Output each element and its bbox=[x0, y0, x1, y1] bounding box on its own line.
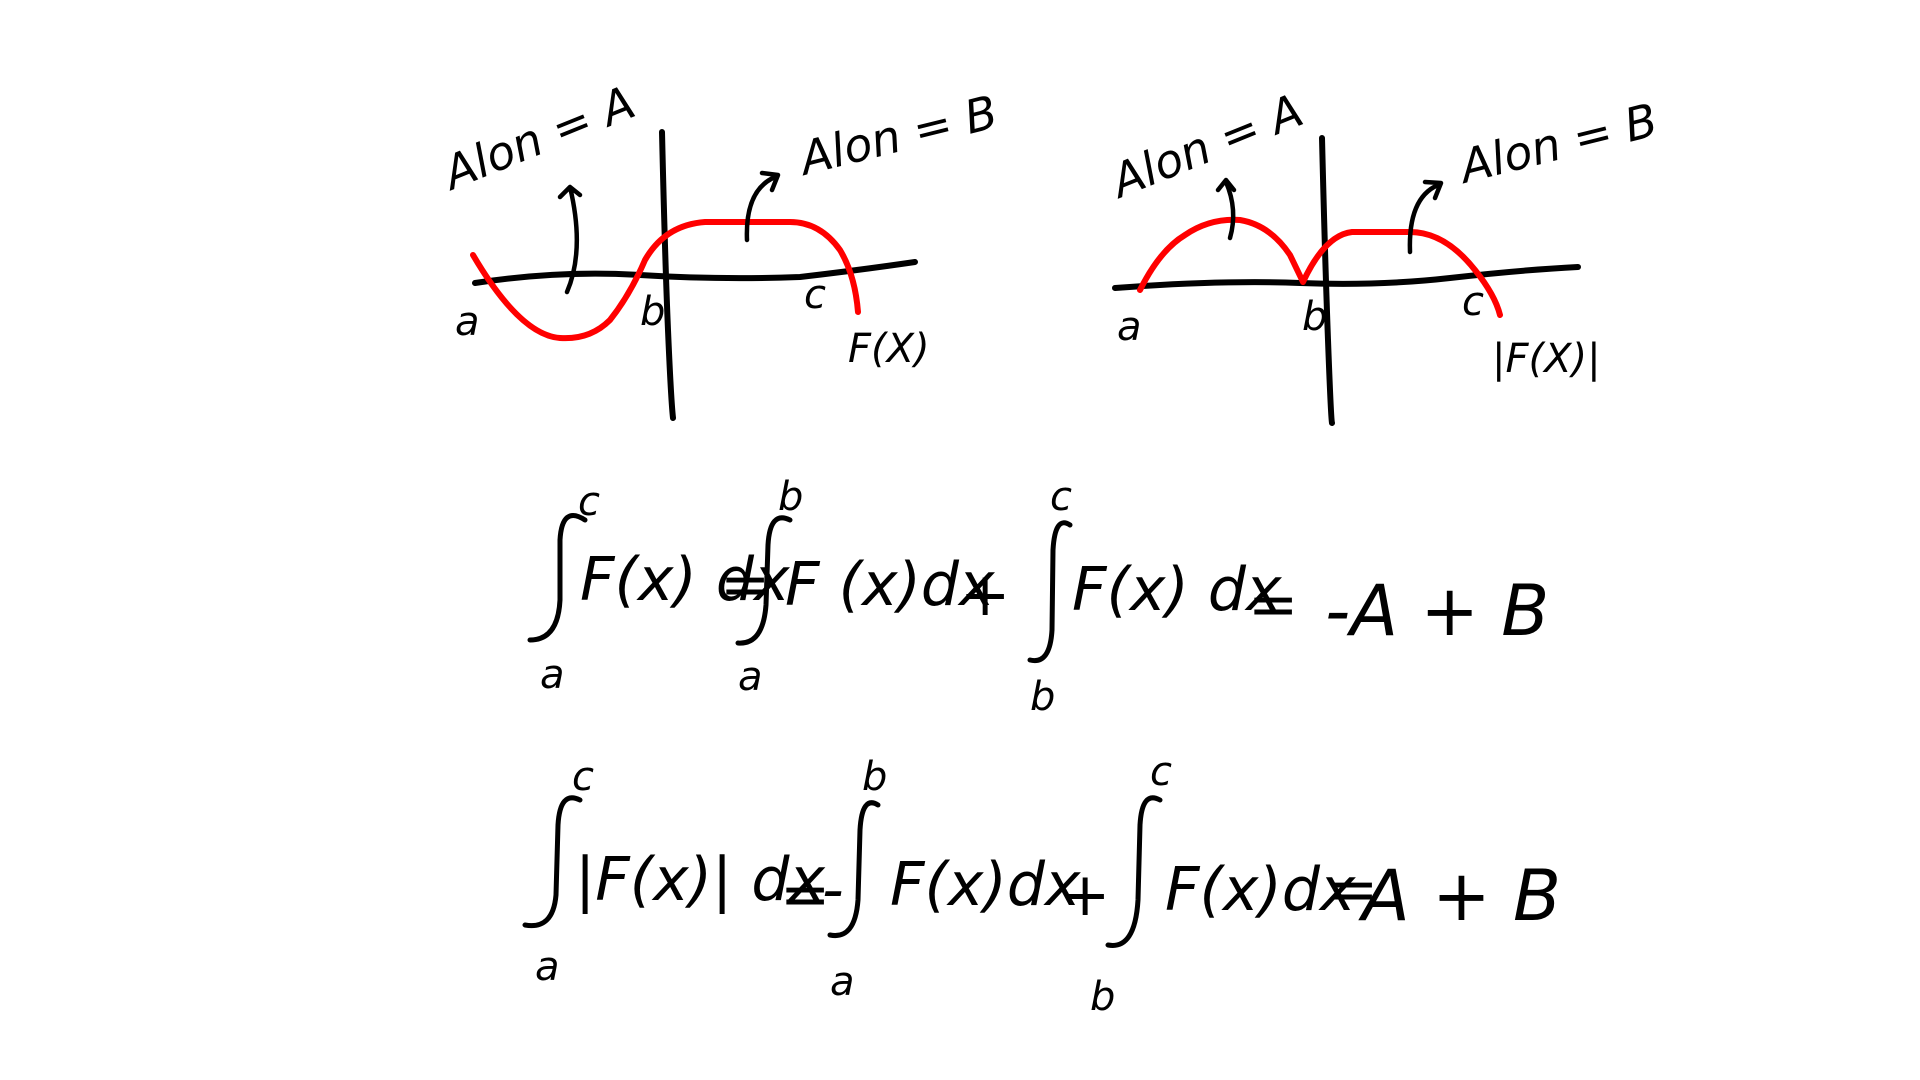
right-arrow-area-a bbox=[1215, 177, 1237, 241]
eq1-int3-lower: b bbox=[1030, 674, 1055, 720]
eq2-plus: + bbox=[1060, 860, 1110, 930]
right-area-b-label: Alon = B bbox=[1452, 93, 1663, 195]
right-point-c: c bbox=[1462, 279, 1484, 325]
left-point-c: c bbox=[804, 272, 826, 318]
eq1-equals-2: = bbox=[1248, 570, 1298, 640]
eq2-int2-upper: b bbox=[862, 754, 887, 800]
eq2-int1-lower: a bbox=[535, 944, 560, 990]
eq1-int3-upper: c bbox=[1050, 474, 1072, 520]
left-arrow-area-a bbox=[557, 184, 583, 295]
eq1-int1-lower: a bbox=[540, 652, 565, 698]
eq1-integral-2-sign bbox=[735, 515, 793, 646]
left-function-label: F(X) bbox=[848, 326, 930, 372]
eq1-int1-body: F(x) dx bbox=[580, 545, 790, 615]
left-area-b-label: Alon = B bbox=[792, 85, 1003, 187]
eq2-int3-body: F(x)dx bbox=[1165, 855, 1356, 925]
left-area-a-label: Alon = A bbox=[433, 75, 642, 201]
eq1-int2-lower: a bbox=[738, 654, 763, 700]
left-point-b: b bbox=[640, 289, 665, 335]
left-arrow-area-b bbox=[744, 170, 781, 243]
eq2-int1-upper: c bbox=[572, 754, 594, 800]
right-function-label: |F(X)| bbox=[1492, 336, 1601, 382]
eq1-int2-body: F (x)dx bbox=[785, 550, 995, 620]
eq2-integral-2-sign bbox=[827, 800, 881, 939]
equation-2: c a |F(x)| dx = - b a F(x)dx + c b F(x)d… bbox=[522, 749, 1561, 1020]
right-area-a-label: Alon = A bbox=[1101, 83, 1310, 209]
eq2-int3-upper: c bbox=[1150, 749, 1172, 795]
eq2-int3-lower: b bbox=[1090, 974, 1115, 1020]
right-y-axis bbox=[1319, 135, 1335, 426]
eq2-int2-lower: a bbox=[830, 959, 855, 1005]
eq2-minus: - bbox=[822, 855, 844, 925]
left-graph: Alon = A Alon = B a b c F(X) bbox=[433, 75, 1003, 421]
left-y-axis bbox=[659, 129, 676, 421]
left-point-a: a bbox=[455, 299, 480, 345]
right-curve-abs-fx bbox=[1137, 216, 1503, 318]
eq1-int3-body: F(x) dx bbox=[1072, 555, 1282, 625]
eq1-equals: = bbox=[720, 550, 770, 620]
eq2-int2-body: F(x)dx bbox=[890, 850, 1081, 920]
eq1-result: -A + B bbox=[1325, 570, 1549, 652]
right-graph: Alon = A Alon = B a b c |F(X)| bbox=[1101, 83, 1663, 426]
eq2-equals-2: = bbox=[1328, 855, 1378, 925]
eq1-integral-1-sign bbox=[527, 513, 588, 643]
eq1-int2-upper: b bbox=[778, 474, 803, 520]
eq1-plus: + bbox=[960, 560, 1010, 630]
right-point-a: a bbox=[1117, 304, 1142, 350]
eq1-int1-upper: c bbox=[578, 479, 600, 525]
right-point-b: b bbox=[1302, 294, 1327, 340]
right-arrow-area-b bbox=[1407, 179, 1444, 255]
eq2-integral-3-sign bbox=[1105, 795, 1163, 948]
right-x-axis bbox=[1112, 264, 1581, 291]
left-curve-fx bbox=[470, 219, 861, 342]
eq2-integral-1-sign bbox=[522, 795, 583, 929]
eq2-equals: = bbox=[780, 860, 830, 930]
eq2-int1-body: |F(x)| dx bbox=[575, 845, 825, 915]
eq1-integral-3-sign bbox=[1027, 520, 1073, 664]
eq2-result: A + B bbox=[1358, 855, 1561, 937]
equation-1: c a F(x) dx = b a F (x)dx + c b F(x) dx … bbox=[527, 474, 1549, 720]
